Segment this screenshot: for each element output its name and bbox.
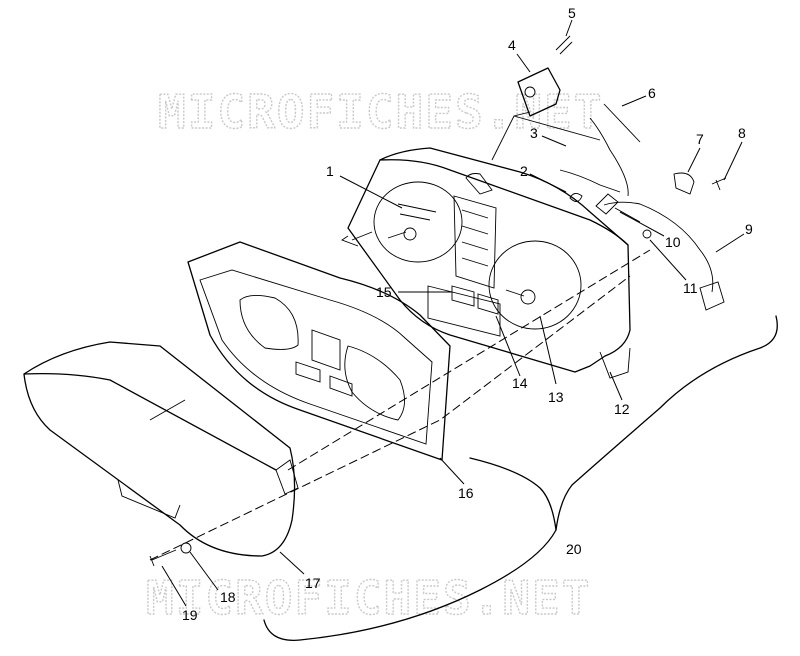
callout-16: 16 — [458, 485, 474, 501]
part-12-housing — [341, 147, 631, 379]
watermark-bottom: MICROFICHES.NET — [146, 571, 591, 625]
callout-13: 13 — [548, 389, 564, 405]
callout-4: 4 — [508, 37, 516, 53]
callout-10: 10 — [665, 234, 681, 250]
callout-6: 6 — [648, 85, 656, 101]
callout-1: 1 — [326, 163, 334, 179]
part-6-9-wiring — [559, 103, 725, 311]
callout-3: 3 — [530, 125, 538, 141]
part-14-15-lamp-windows — [427, 285, 501, 337]
part-7-8-clip — [673, 172, 727, 195]
assembly-lines — [149, 249, 651, 561]
part-4-5-socket — [517, 35, 573, 117]
callout-labels: 1 2 3 4 5 6 7 8 9 10 11 12 13 14 15 16 1… — [182, 5, 753, 623]
part-17-cover — [23, 341, 299, 557]
callout-9: 9 — [745, 221, 753, 237]
brace-part-20-lower — [263, 529, 557, 641]
part-1-speedometer — [373, 181, 463, 263]
callout-7: 7 — [696, 131, 704, 147]
part-13-tachometer — [488, 240, 582, 330]
callout-8: 8 — [738, 125, 746, 141]
callout-19: 19 — [182, 607, 198, 623]
brace-part-20-upper — [469, 315, 778, 531]
callout-18: 18 — [220, 589, 236, 605]
part-10-11-grommet — [614, 207, 652, 239]
callout-5: 5 — [568, 5, 576, 21]
callout-15: 15 — [376, 284, 392, 300]
leader-lines — [161, 19, 745, 607]
callout-17: 17 — [305, 575, 321, 591]
callout-14: 14 — [512, 375, 528, 391]
part-18-19-screw-washer — [149, 542, 192, 567]
callout-11: 11 — [683, 280, 698, 296]
callout-12: 12 — [614, 401, 630, 417]
part-16-bezel — [187, 241, 451, 461]
indicator-panel — [453, 195, 497, 289]
callout-2: 2 — [520, 163, 528, 179]
bracket-part-4 — [491, 111, 601, 161]
callout-20: 20 — [566, 541, 582, 557]
